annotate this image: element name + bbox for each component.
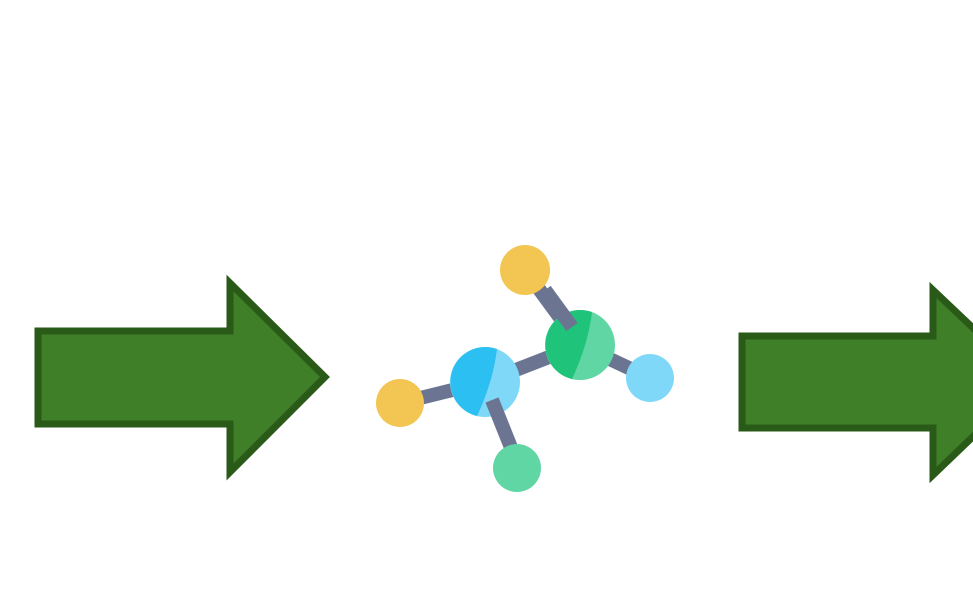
atom-green bbox=[493, 444, 541, 492]
left-arrow-icon bbox=[34, 274, 330, 481]
right-arrow-icon bbox=[738, 281, 973, 484]
molecule-icon bbox=[376, 245, 674, 492]
atom-yellow bbox=[376, 379, 424, 427]
atom-green-large bbox=[545, 310, 615, 380]
atom-blue-large bbox=[450, 347, 520, 417]
bond bbox=[539, 285, 578, 332]
bond bbox=[485, 397, 519, 453]
atom-light-blue bbox=[626, 354, 674, 402]
atom-yellow bbox=[500, 245, 550, 295]
